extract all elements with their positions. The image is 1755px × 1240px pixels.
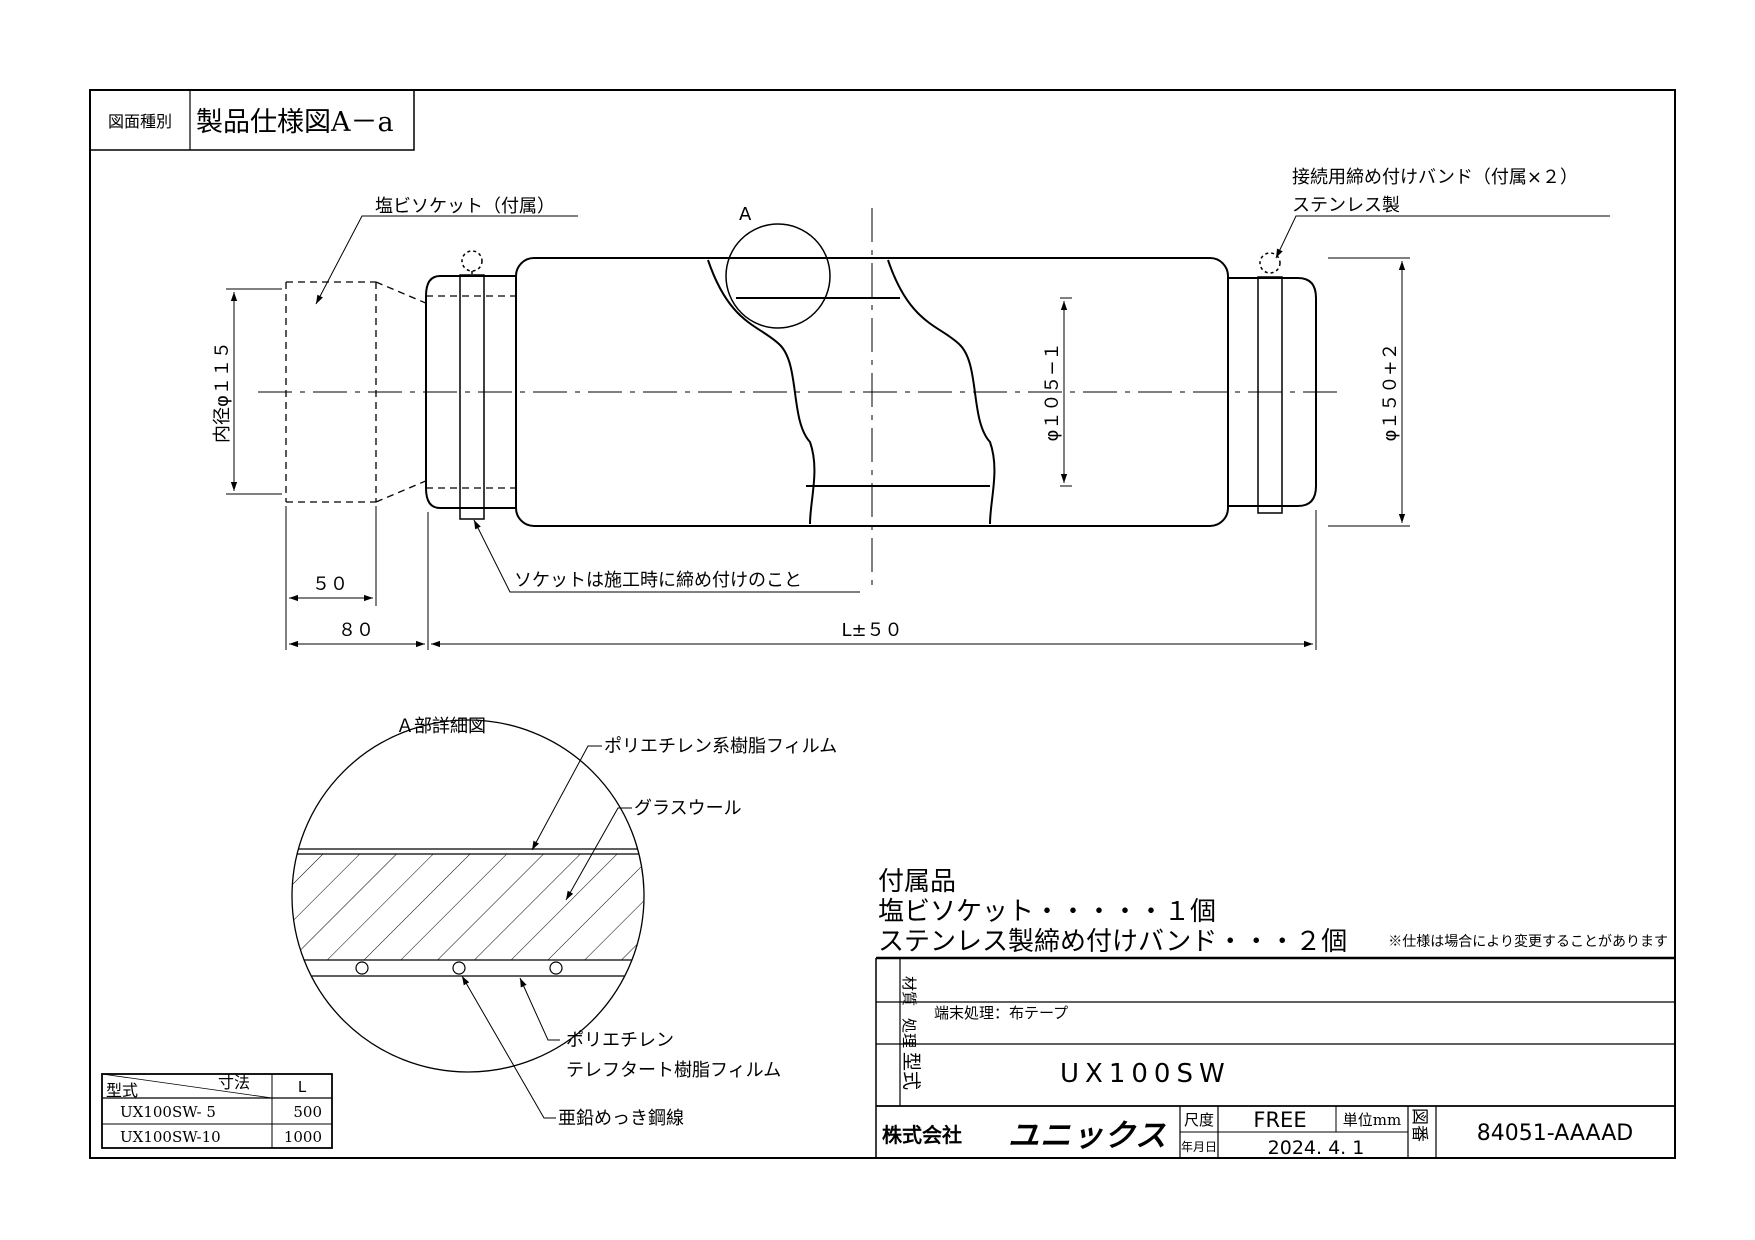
drawing-type-value: 製品仕様図A－a <box>196 107 394 138</box>
inner-diameter-dim: 内径φ１１５ <box>212 341 233 443</box>
title-block <box>875 956 1675 1158</box>
pvc-socket <box>285 281 429 503</box>
detail-title: Ａ部詳細図 <box>396 716 486 737</box>
glasswool-layer <box>292 854 644 960</box>
model-value: UX100SW <box>1060 1059 1231 1089</box>
drawing-frame <box>89 89 1676 1159</box>
unit-label: 単位mm <box>1343 1111 1401 1129</box>
accessories-title: 付属品 <box>878 867 956 897</box>
wire-label: 亜鉛めっき鋼線 <box>558 1108 684 1129</box>
drawing-type-box: 図面種別 製品仕様図A－a <box>89 89 415 151</box>
pet-label-1: ポリエチレン <box>566 1030 674 1051</box>
main-view <box>226 208 1610 650</box>
accessory-item-1: 塩ビソケット・・・・・１個 <box>878 897 1216 927</box>
drawing-no-value: 84051-AAAAD <box>1477 1121 1633 1146</box>
film-label: ポリエチレン系樹脂フィルム <box>604 736 837 757</box>
treatment-value: 端末処理：布テープ <box>934 1004 1068 1022</box>
accessory-item-2: ステンレス製締め付けバンド・・・２個 <box>878 927 1347 957</box>
size-table-header-dim: 寸法 <box>218 1073 250 1092</box>
size-table-model: UX100SW-10 <box>120 1128 221 1146</box>
drawing-no-label: 図番 <box>1409 1108 1429 1142</box>
size-table: 型式 寸法 L UX100SW- 5 500 UX100SW-10 1000 <box>101 1073 333 1149</box>
wire <box>355 961 369 975</box>
duct-body <box>515 257 1229 527</box>
scale-label: 尺度 <box>1184 1111 1214 1129</box>
band-right <box>1257 252 1283 514</box>
band-callout-1: 接続用締め付けバンド（付属×２） <box>1292 167 1578 188</box>
size-table-model: UX100SW- 5 <box>120 1103 216 1121</box>
accessories: 付属品 塩ビソケット・・・・・１個 ステンレス製締め付けバンド・・・２個 ※仕様… <box>878 867 1668 957</box>
band-left <box>459 250 485 520</box>
dim-80: ８０ <box>338 620 374 641</box>
drawing-type-label: 図面種別 <box>108 112 172 131</box>
size-table-length: 500 <box>293 1103 322 1121</box>
date-value: 2024. 4. 1 <box>1268 1137 1365 1159</box>
dim-50: ５０ <box>312 574 348 595</box>
model-label: 型式 <box>900 1052 922 1090</box>
pet-label-2: テレフタート樹脂フィルム <box>566 1060 781 1081</box>
material-label: 材質 <box>900 976 918 1006</box>
break-left <box>707 259 816 525</box>
scale-value: FREE <box>1253 1108 1306 1132</box>
size-table-header-type: 型式 <box>106 1081 138 1100</box>
company-prefix: 株式会社 <box>882 1123 962 1147</box>
size-table-header-l: L <box>298 1078 307 1096</box>
break-right <box>887 259 996 525</box>
spec-note: ※仕様は場合により変更することがあります <box>1388 933 1668 950</box>
duct-right-end <box>1228 277 1317 507</box>
dim-length: L±５０ <box>841 620 902 641</box>
detail-marker-label: A <box>739 204 752 225</box>
core-diameter-dim: φ１０５−１ <box>1042 343 1063 442</box>
duct-left-end <box>425 275 450 509</box>
treatment-label: 処理 <box>900 1018 918 1048</box>
company-logo: ユニックス <box>1008 1118 1167 1154</box>
band-callout-2: ステンレス製 <box>1292 195 1400 216</box>
size-table-length: 1000 <box>284 1128 322 1146</box>
detail-a-circle <box>725 223 831 329</box>
wire <box>549 961 563 975</box>
socket-callout: 塩ビソケット（付属） <box>375 196 555 217</box>
date-label: 年月日 <box>1181 1140 1217 1154</box>
wire <box>452 961 466 975</box>
outer-diameter-dim: φ１５０+２ <box>1380 343 1401 442</box>
socket-note: ソケットは施工時に締め付けのこと <box>514 570 802 591</box>
glasswool-label: グラスウール <box>634 798 742 819</box>
detail-view: Ａ部詳細図 <box>291 716 645 1119</box>
